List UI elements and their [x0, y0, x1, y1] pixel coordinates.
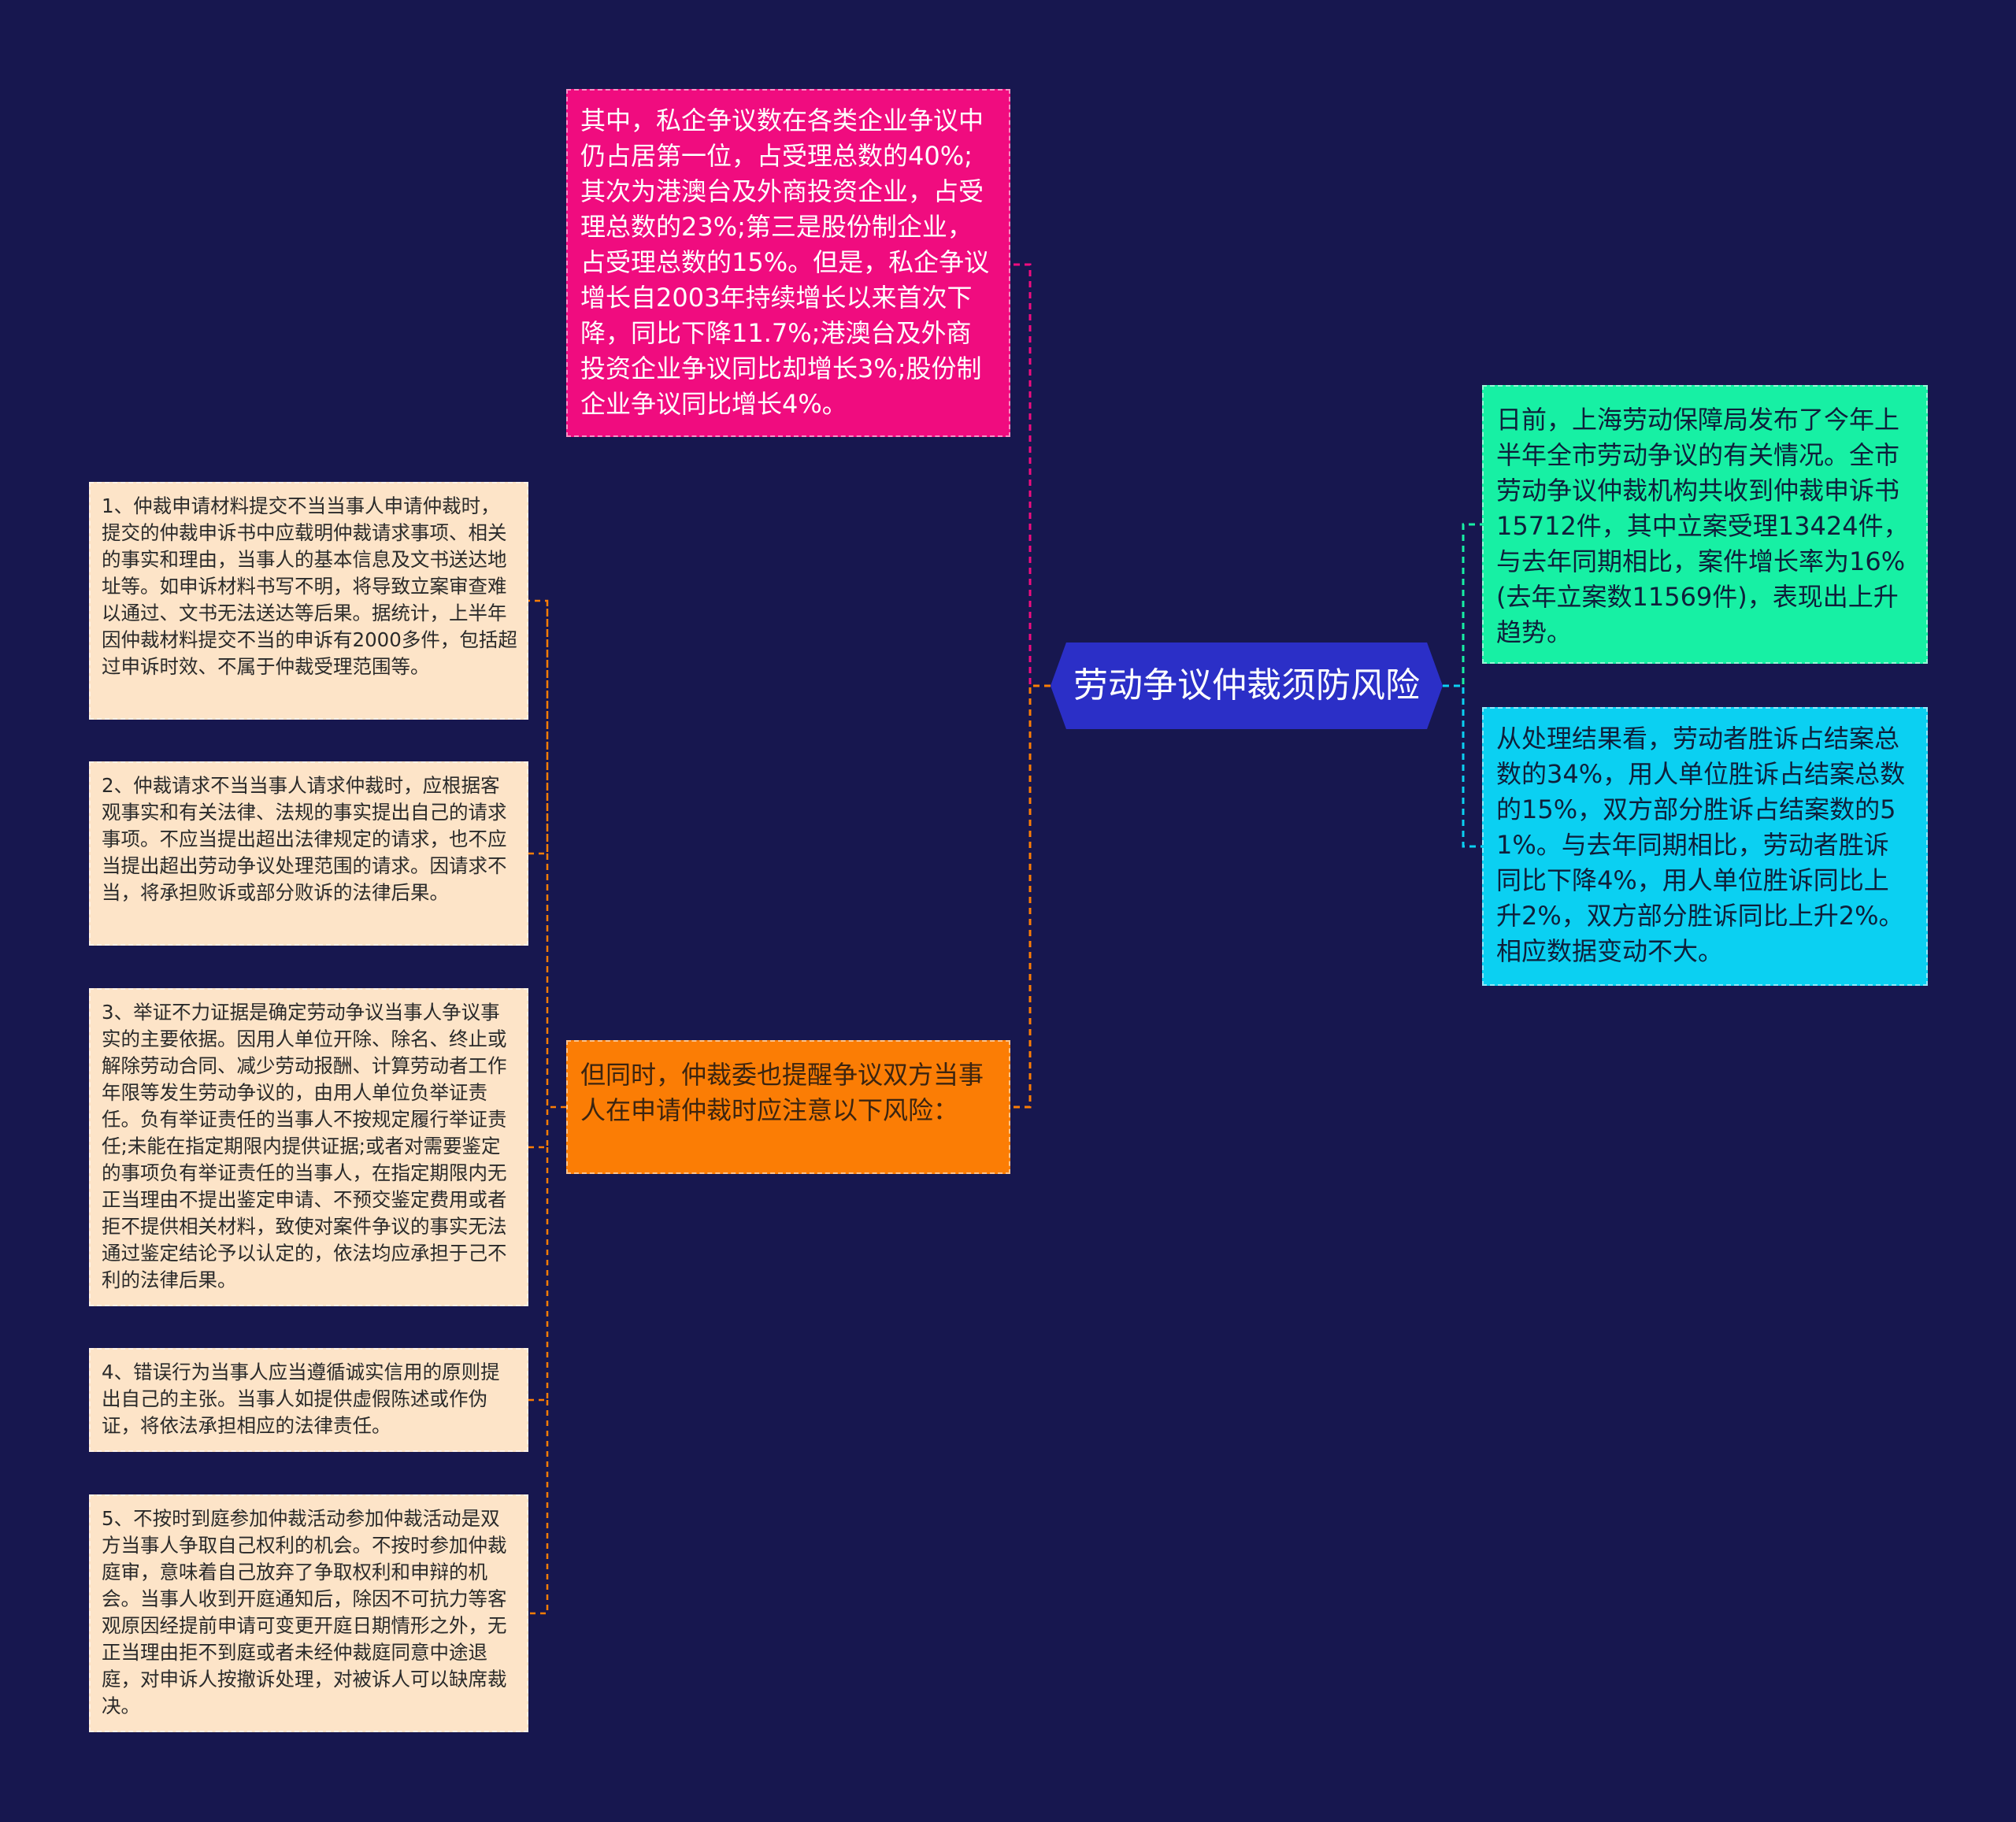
- risk-item-1[interactable]: 1、仲裁申请材料提交不当当事人申请仲裁时，提交的仲裁申诉书中应载明仲裁请求事项、…: [89, 482, 528, 720]
- risk-item-5-text: 5、不按时到庭参加仲裁活动参加仲裁活动是双方当事人争取自己权利的机会。不按时参加…: [102, 1507, 507, 1717]
- branch-case-overview-text: 日前，上海劳动保障局发布了今年上半年全市劳动争议的有关情况。全市劳动争议仲裁机构…: [1496, 405, 1909, 647]
- risk-item-5[interactable]: 5、不按时到庭参加仲裁活动参加仲裁活动是双方当事人争取自己权利的机会。不按时参加…: [89, 1494, 528, 1732]
- branch-case-results-text: 从处理结果看，劳动者胜诉占结案总数的34%，用人单位胜诉占结案总数的15%，双方…: [1496, 724, 1906, 966]
- root-topic-label: 劳动争议仲裁须防风险: [1073, 665, 1420, 705]
- risk-item-1-text: 1、仲裁申请材料提交不当当事人申请仲裁时，提交的仲裁申诉书中应载明仲裁请求事项、…: [102, 494, 517, 678]
- risk-item-4-text: 4、错误行为当事人应当遵循诚实信用的原则提出自己的主张。当事人如提供虚假陈述或作…: [102, 1361, 500, 1437]
- connector-reminder-to-risks: [528, 599, 566, 1615]
- risk-item-2-text: 2、仲裁请求不当当事人请求仲裁时，应根据客观事实和有关法律、法规的事实提出自己的…: [102, 774, 507, 904]
- connector-root-to-results: [1443, 684, 1482, 848]
- branch-case-overview[interactable]: 日前，上海劳动保障局发布了今年上半年全市劳动争议的有关情况。全市劳动争议仲裁机构…: [1482, 385, 1928, 664]
- connector-root-to-reminder: [1010, 684, 1051, 1109]
- branch-private-enterprise-share-text: 其中，私企争议数在各类企业争议中仍占居第一位，占受理总数的40%;其次为港澳台及…: [580, 106, 990, 419]
- connector-root-to-private-share: [1010, 263, 1051, 687]
- branch-risk-reminder[interactable]: 但同时，仲裁委也提醒争议双方当事人在申请仲裁时应注意以下风险：: [566, 1040, 1010, 1174]
- branch-case-results[interactable]: 从处理结果看，劳动者胜诉占结案总数的34%，用人单位胜诉占结案总数的15%，双方…: [1482, 707, 1928, 986]
- root-topic[interactable]: 劳动争议仲裁须防风险: [1051, 643, 1443, 729]
- risk-item-2[interactable]: 2、仲裁请求不当当事人请求仲裁时，应根据客观事实和有关法律、法规的事实提出自己的…: [89, 761, 528, 946]
- risk-item-4[interactable]: 4、错误行为当事人应当遵循诚实信用的原则提出自己的主张。当事人如提供虚假陈述或作…: [89, 1348, 528, 1452]
- risk-item-3-text: 3、举证不力证据是确定劳动争议当事人争议事实的主要依据。因用人单位开除、除名、终…: [102, 1001, 507, 1291]
- branch-risk-reminder-text: 但同时，仲裁委也提醒争议双方当事人在申请仲裁时应注意以下风险：: [580, 1060, 984, 1125]
- connector-root-to-overview: [1443, 523, 1482, 687]
- branch-private-enterprise-share[interactable]: 其中，私企争议数在各类企业争议中仍占居第一位，占受理总数的40%;其次为港澳台及…: [566, 89, 1010, 437]
- risk-item-3[interactable]: 3、举证不力证据是确定劳动争议当事人争议事实的主要依据。因用人单位开除、除名、终…: [89, 988, 528, 1306]
